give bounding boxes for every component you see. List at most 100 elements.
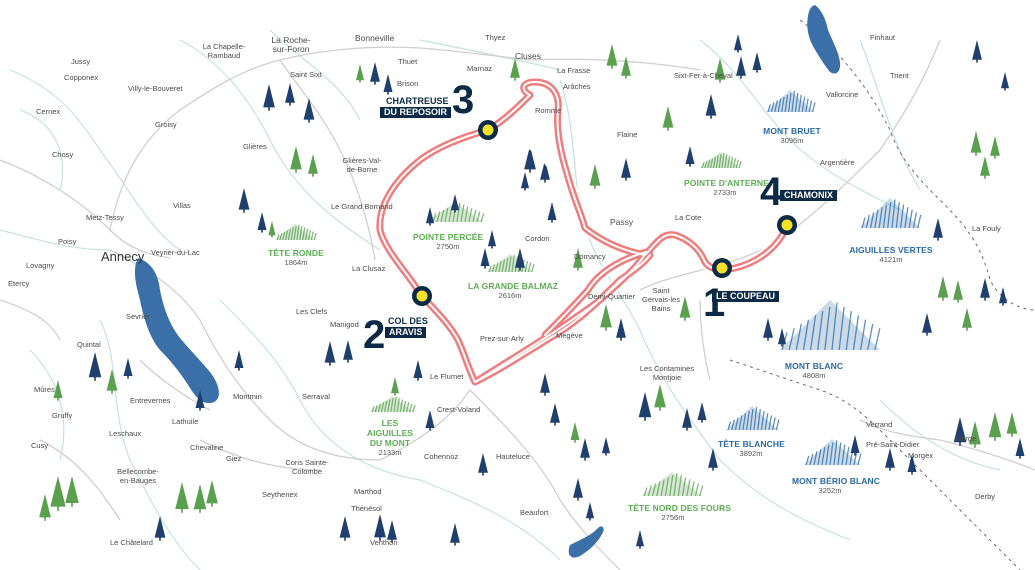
town-label: Brison (397, 79, 419, 88)
tree-icon (736, 56, 746, 79)
tree-icon (263, 84, 275, 111)
tree-icon (980, 278, 990, 301)
town-label: Venthon (370, 538, 398, 547)
tree-icon (654, 384, 666, 411)
tree-icon (580, 438, 590, 461)
town-label: Villas (173, 201, 191, 210)
tree-icon (450, 194, 460, 213)
mountain-icon (275, 224, 317, 241)
town-label: Manigod (330, 320, 359, 329)
stop-marker-4[interactable] (777, 215, 797, 235)
town-label: Thénésol (351, 504, 382, 513)
town-label: Le Flumet (430, 372, 464, 381)
town-label: Saint Sixt (290, 70, 322, 79)
mountain-icon (700, 152, 742, 169)
tree-icon (705, 94, 717, 119)
town-label: Derby (975, 492, 996, 501)
mountain-icon (804, 439, 862, 466)
town-label: Les Clefs (296, 307, 328, 316)
town-label: Copponex (64, 73, 99, 82)
lake-annecy (134, 258, 219, 404)
town-label: Crest-Voland (437, 405, 481, 414)
tree-icon (638, 392, 652, 421)
town-label: Demi-Quartier (588, 292, 636, 301)
town-label: Finhaut (870, 33, 896, 42)
tree-icon (257, 212, 267, 233)
tree-icon (175, 482, 189, 513)
tree-icon (570, 422, 580, 443)
town-label: Annecy (101, 249, 145, 264)
tree-icon (123, 358, 133, 379)
tree-icon (324, 341, 336, 366)
stop-marker-2[interactable] (412, 286, 432, 306)
tree-icon (106, 369, 118, 394)
town-label: Argentière (820, 158, 855, 167)
town-label: Morgex (908, 451, 934, 460)
tree-icon (988, 412, 1002, 441)
tree-icon (387, 520, 397, 543)
tree-icon (53, 380, 63, 401)
town-label: Marnaz (467, 64, 493, 73)
tree-icon (193, 484, 207, 513)
tree-icon (268, 221, 276, 238)
town-label: La Clusaz (352, 264, 386, 273)
town-label: Flaine (617, 130, 638, 139)
tree-icon (933, 218, 943, 241)
stop-marker-3[interactable] (478, 120, 498, 140)
tree-icon (621, 158, 631, 181)
mountain-icon (766, 90, 816, 113)
tree-icon (524, 146, 536, 173)
tree-icon (682, 408, 692, 431)
tree-icon (339, 516, 351, 541)
tree-icon (1015, 438, 1025, 459)
tree-icon (234, 350, 244, 371)
tree-icon (953, 417, 967, 446)
town-label: Verrand (866, 420, 893, 429)
town-label: Hauteluce (496, 452, 530, 461)
tree-icon (39, 494, 51, 521)
stop-label-line2: ARAVIS (385, 327, 427, 338)
town-label: Chosy (52, 150, 74, 159)
tree-icon (540, 373, 550, 396)
town-label: Cernex (36, 107, 61, 116)
town-label: Groisy (155, 120, 177, 129)
route-line (374, 76, 793, 388)
tree-icon (980, 156, 990, 179)
tree-icon (390, 377, 400, 396)
tree-icon (540, 160, 550, 183)
tree-icon (65, 476, 79, 507)
tree-icon (907, 454, 917, 475)
town-label: Le Châtelard (110, 538, 153, 547)
rivers (0, 29, 1001, 570)
tree-icon (480, 248, 490, 269)
town-label: Quintal (77, 340, 101, 349)
town-label: Passy (610, 217, 634, 227)
tree-icon (510, 58, 520, 81)
stop-label: CHAMONIX (780, 190, 837, 201)
stop-label-line1: COL DES (388, 316, 428, 326)
town-label: Mûres (34, 385, 55, 394)
tree-icon (374, 514, 386, 541)
town-label: Montmin (233, 392, 262, 401)
lake-emosson (807, 5, 841, 74)
town-label: Bellecombe-en-Bauges (117, 467, 159, 485)
tree-icon (383, 74, 393, 95)
town-label: Prez-sur-Arly (480, 334, 524, 343)
stop-number: 3 (452, 78, 475, 122)
tree-icon (520, 172, 530, 191)
tree-icon (285, 83, 295, 106)
town-label: Serraval (302, 392, 330, 401)
tree-icon (425, 207, 435, 226)
town-label: Etercy (8, 279, 30, 288)
tree-icon (752, 52, 762, 73)
stop-marker-1[interactable] (712, 258, 732, 278)
town-label: Sixt-Fer-à-Cheval (674, 71, 733, 80)
stop-markers (412, 120, 797, 306)
town-label: Megève (556, 331, 583, 340)
